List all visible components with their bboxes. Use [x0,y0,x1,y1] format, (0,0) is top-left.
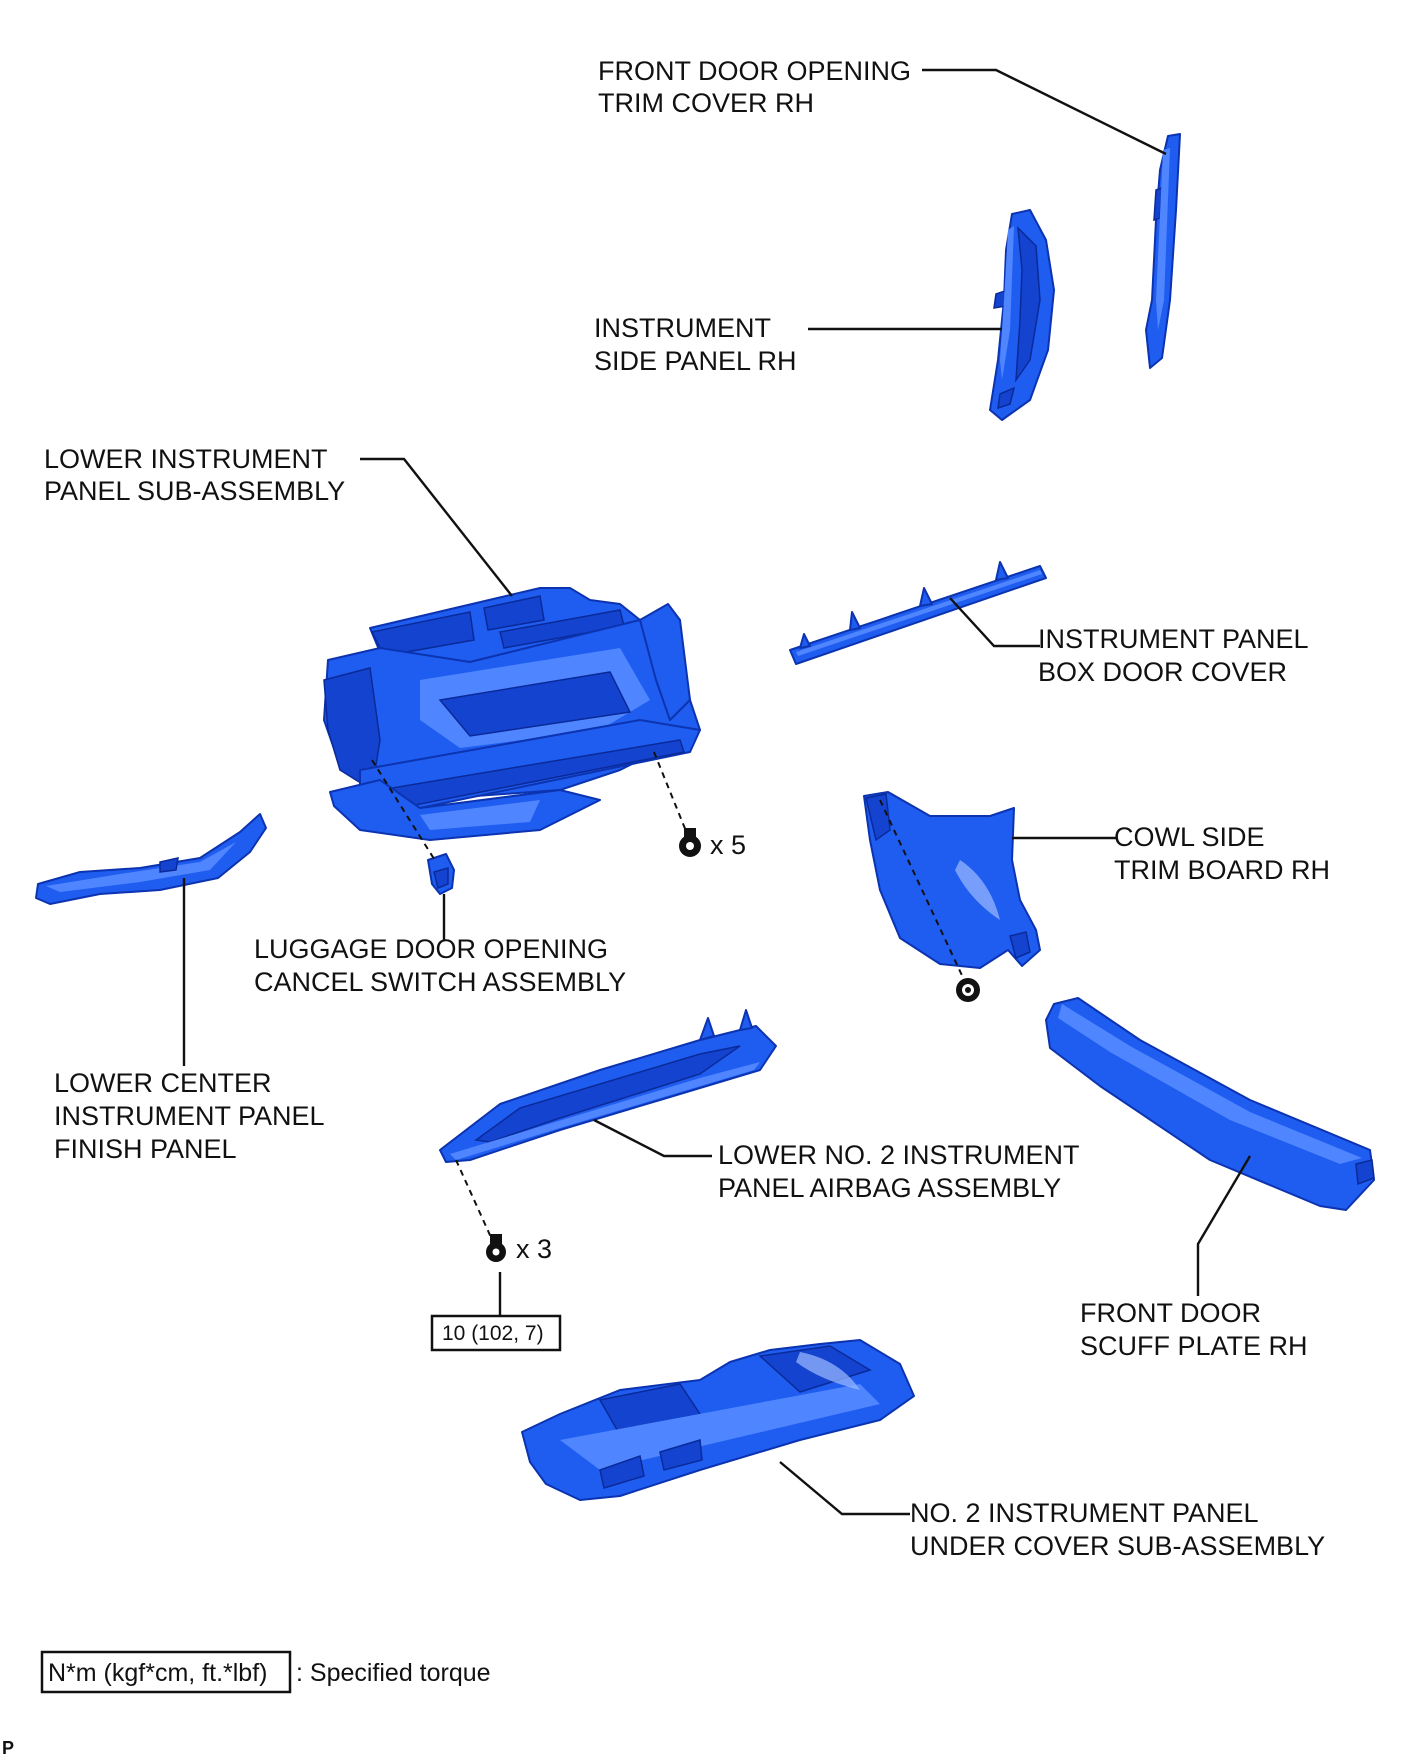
front-door-scuff-plate-part [1045,997,1375,1211]
lower-center-finish-panel-part [35,813,267,905]
legend-description: : Specified torque [296,1659,491,1687]
instrument-side-panel-part [989,209,1055,421]
label-cowl-side-trim-board: COWL SIDE TRIM BOARD RH [1114,822,1330,885]
legend-unit-text: N*m (kgf*cm, ft.*lbf) [48,1659,267,1687]
label-lower-no2-airbag: LOWER NO. 2 INSTRUMENT PANEL AIRBAG ASSE… [718,1140,1087,1203]
lower-airbag-part [439,1009,777,1163]
lower-instrument-panel-part [323,587,701,841]
screw-icon [679,828,701,857]
torque-value: 10 (102, 7) [442,1322,544,1345]
label-instrument-side-panel: INSTRUMENT SIDE PANEL RH [594,313,797,376]
legend-unit-box [40,1650,292,1694]
box-door-cover-part [789,561,1047,665]
bolt-icon [486,1234,506,1262]
lower-screw-quantity: x 3 [516,1234,552,1264]
label-no2-under-cover: NO. 2 INSTRUMENT PANEL UNDER COVER SUB-A… [910,1498,1325,1561]
label-luggage-door-switch: LUGGAGE DOOR OPENING CANCEL SWITCH ASSEM… [254,934,626,997]
upper-screw-quantity: x 5 [710,830,746,860]
label-lower-center-finish-panel: LOWER CENTER INSTRUMENT PANEL FINISH PAN… [54,1068,331,1164]
luggage-door-switch-part [427,853,455,895]
label-front-door-opening-trim-cover: FRONT DOOR OPENING TRIM COVER RH [598,56,919,118]
label-front-door-scuff-plate: FRONT DOOR SCUFF PLATE RH [1080,1298,1308,1361]
label-box-door-cover: INSTRUMENT PANEL BOX DOOR COVER [1038,624,1315,687]
leader-lines [182,68,1252,1516]
install-lines [371,751,967,1245]
cowl-side-trim-board-part [863,791,1041,969]
under-cover-part [521,1339,915,1501]
front-door-opening-trim-cover-part [1145,133,1181,369]
corner-mark: P [2,1738,14,1758]
label-lower-instrument-panel: LOWER INSTRUMENT PANEL SUB-ASSEMBLY [44,444,345,506]
torque-box [430,1314,562,1352]
clip-icon [956,978,980,1002]
